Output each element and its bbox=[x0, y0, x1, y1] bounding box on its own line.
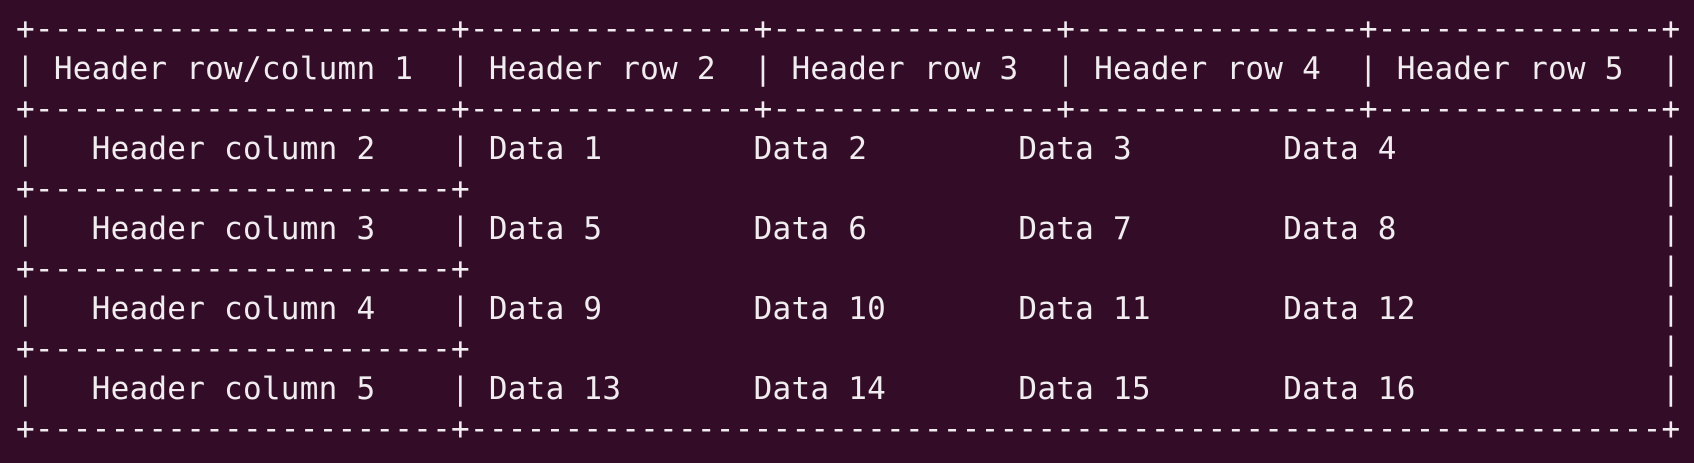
terminal-line: +----------------------+ | bbox=[16, 331, 1681, 367]
terminal-line: +----------------------+ | bbox=[16, 171, 1681, 207]
terminal-line: | Header column 2 | Data 1 Data 2 Data 3… bbox=[16, 131, 1681, 167]
terminal-line: | Header column 4 | Data 9 Data 10 Data … bbox=[16, 291, 1681, 327]
terminal-line: +----------------------+ | bbox=[16, 251, 1681, 287]
terminal-line: +----------------------+----------------… bbox=[16, 411, 1681, 447]
terminal-line: +----------------------+---------------+… bbox=[16, 91, 1681, 127]
terminal-line: | Header row/column 1 | Header row 2 | H… bbox=[16, 51, 1681, 87]
terminal-output: +----------------------+---------------+… bbox=[16, 11, 1681, 447]
terminal-line: | Header column 3 | Data 5 Data 6 Data 7… bbox=[16, 211, 1681, 247]
terminal-line: +----------------------+---------------+… bbox=[16, 11, 1681, 47]
terminal-line: | Header column 5 | Data 13 Data 14 Data… bbox=[16, 371, 1681, 407]
